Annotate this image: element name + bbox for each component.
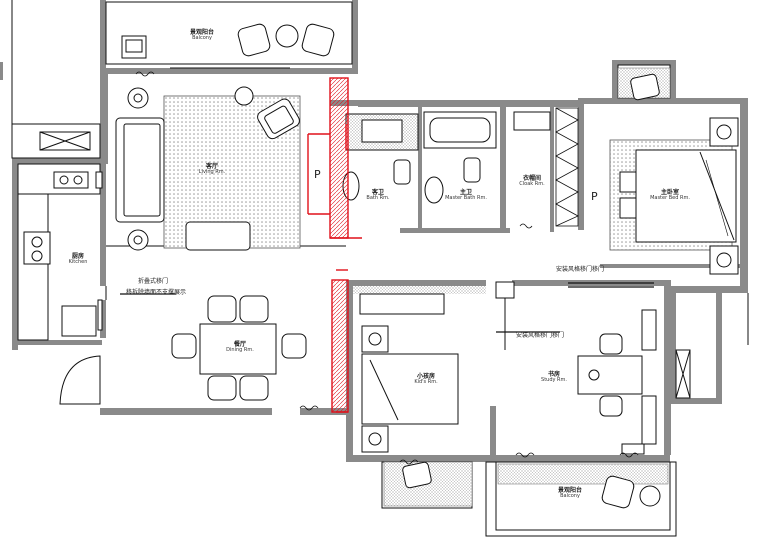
balcony-tile-bottom-right bbox=[497, 463, 669, 485]
ottoman bbox=[185, 221, 251, 251]
kitchen-fixtures bbox=[23, 171, 103, 337]
dining-table bbox=[199, 323, 277, 375]
wave-marks bbox=[135, 71, 639, 465]
door-note-1b: 移拆除墙面不支撑展示 bbox=[126, 289, 187, 296]
door-note-2: 安装风格移门移门 bbox=[556, 266, 605, 273]
round-stool bbox=[234, 86, 254, 106]
master-bed bbox=[635, 149, 737, 243]
door-note-3: 安装风格移门移门 bbox=[516, 332, 565, 339]
armchair bbox=[257, 98, 300, 140]
kids-bed bbox=[361, 353, 459, 425]
plan-lines bbox=[11, 0, 749, 537]
marker-p-right: P bbox=[591, 190, 598, 203]
door-note-1a: 折叠式移门 bbox=[138, 278, 169, 285]
master-bed-furniture bbox=[619, 73, 739, 275]
wardrobe bbox=[555, 107, 579, 227]
kids-furniture bbox=[359, 293, 459, 489]
marker-p-left: P bbox=[314, 168, 321, 181]
red-modification-marks bbox=[307, 77, 362, 413]
bath-fixtures bbox=[342, 111, 551, 204]
dining-furniture bbox=[59, 295, 307, 405]
study-furniture bbox=[495, 281, 661, 509]
living-furniture bbox=[115, 86, 300, 251]
balcony-top-furniture bbox=[121, 23, 335, 59]
window-marks bbox=[120, 282, 654, 333]
kids-floor-strip bbox=[353, 286, 486, 294]
study-desk bbox=[577, 355, 643, 395]
